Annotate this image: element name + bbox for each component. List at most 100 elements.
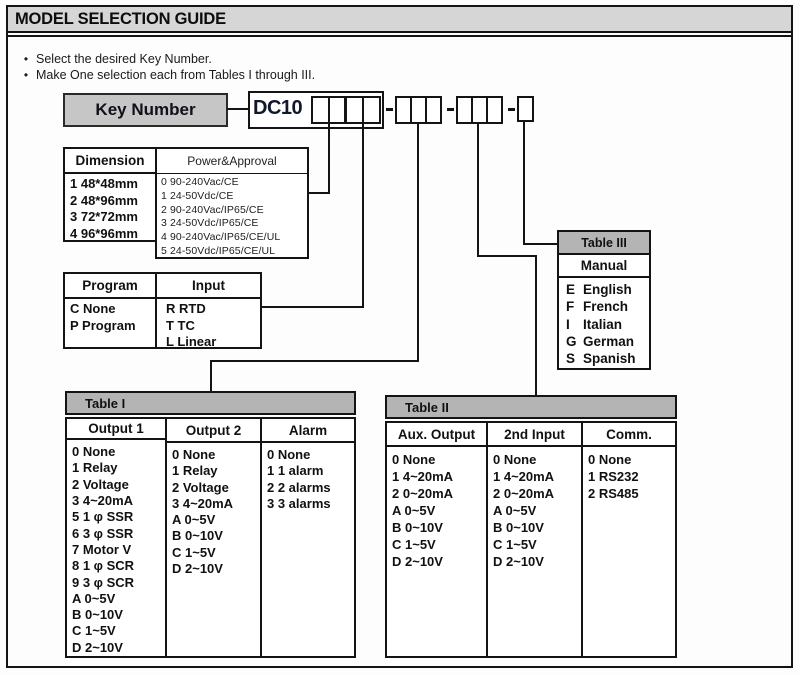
key-number-box: Key Number <box>63 93 228 127</box>
dimension-header: Dimension <box>65 149 155 174</box>
list-item: 1 48*48mm <box>70 176 138 191</box>
key-digit-cell <box>471 98 486 122</box>
aux-output-header: Aux. Output <box>387 423 486 447</box>
connector-table3-h <box>523 243 559 245</box>
list-item: 0 None <box>493 452 537 467</box>
list-item: 4 90-240Vac/IP65/CE/UL <box>161 231 281 244</box>
item-code: F <box>566 299 575 315</box>
alarm-header: Alarm <box>262 419 354 443</box>
list-item: D 2~10V <box>392 554 443 569</box>
list-item: 0 None <box>72 444 116 460</box>
list-item: R RTD <box>166 301 206 316</box>
key-separator <box>508 108 515 111</box>
connector-table2-h <box>477 255 537 257</box>
list-item: 0 None <box>588 452 632 467</box>
item-code: S <box>566 351 576 367</box>
list-item: 0 None <box>267 447 311 462</box>
list-item: F French <box>566 298 649 315</box>
list-item: 3 3 alarms <box>267 495 331 511</box>
list-item: 2 0~20mA <box>392 486 454 501</box>
list-item: 3 72*72mm <box>70 209 138 224</box>
list-item: B 0~10V <box>392 520 443 535</box>
list-item: B 0~10V <box>493 520 544 535</box>
key-digit-cell <box>458 98 471 122</box>
bullet-text: Select the desired Key Number. <box>36 52 212 66</box>
list-item: 2 0~20mA <box>493 486 555 501</box>
connector-table1-v2 <box>210 360 212 393</box>
list-item: 4 96*96mm <box>70 225 138 241</box>
connector-input-v <box>362 122 364 308</box>
key-digit-cell <box>410 98 425 122</box>
list-item: 3 4~20mA <box>72 493 134 509</box>
list-item: C 1~5V <box>493 537 537 552</box>
connector-power-v <box>328 122 330 194</box>
list-item: 2 RS485 <box>588 486 639 501</box>
list-item: C 1~5V <box>172 544 216 560</box>
table3-subheader-label: Manual <box>580 258 628 273</box>
bullet-item: • Make One selection each from Tables I … <box>16 68 315 82</box>
list-item: 1 4~20mA <box>392 469 454 484</box>
connector-keynumber <box>227 108 248 110</box>
list-item: A 0~5V <box>172 512 216 528</box>
key-separator <box>447 108 454 111</box>
bullet-icon: • <box>23 68 29 82</box>
table2-column-aux-output: Aux. Output 0 None 1 4~20mA 2 0~20mA A 0~5V… <box>387 423 486 656</box>
item-code: E <box>566 282 576 297</box>
list-item: C None <box>70 301 116 316</box>
list-item: A 0~5V <box>493 503 537 518</box>
bullet-icon: • <box>23 52 29 66</box>
input-header: Input <box>157 274 260 299</box>
list-item: 0 None <box>392 452 436 467</box>
list-item: A 0~5V <box>392 503 436 518</box>
list-item: P Program <box>70 317 136 333</box>
connector-table1-h <box>210 360 419 362</box>
list-item: 3 24-50Vdc/IP65/CE <box>161 217 259 230</box>
list-item: D 2~10V <box>72 639 123 655</box>
list-item: 2 90-240Vac/IP65/CE <box>161 203 264 216</box>
key-digit-cell <box>397 98 410 122</box>
key-digit-cell <box>313 98 328 122</box>
list-item: 5 1 φ SSR <box>72 509 134 525</box>
model-prefix: DC10 <box>253 97 303 119</box>
list-item: C 1~5V <box>72 623 116 639</box>
item-label: German <box>583 333 635 349</box>
key-number-label: Key Number <box>95 100 196 119</box>
item-label: French <box>583 299 629 315</box>
program-header: Program <box>65 274 155 299</box>
power-approval-header: Power&Approval <box>157 149 307 174</box>
list-item: 9 3 φ SCR <box>72 574 135 590</box>
key-digit-group-program-input <box>345 96 381 124</box>
list-item: A 0~5V <box>72 590 116 606</box>
bullet-text: Make One selection each from Tables I th… <box>36 68 316 82</box>
key-digit-cell <box>327 98 345 122</box>
list-item: D 2~10V <box>172 561 223 577</box>
list-item: B 0~10V <box>72 607 123 623</box>
list-item: T TC <box>166 317 195 333</box>
item-label: English <box>583 282 632 297</box>
second-input-header: 2nd Input <box>488 423 581 447</box>
key-digit-cell <box>486 98 501 122</box>
connector-table1-v1 <box>417 122 419 362</box>
key-digit-group-table2 <box>456 96 503 124</box>
list-item: 7 Motor V <box>72 541 132 557</box>
comm-header: Comm. <box>583 423 675 447</box>
title-underline <box>6 35 793 37</box>
item-code: I <box>566 316 570 332</box>
output2-header: Output 2 <box>167 419 260 443</box>
list-item: 0 None <box>172 447 216 462</box>
key-digit-cell <box>425 98 440 122</box>
list-item: B 0~10V <box>172 528 223 544</box>
